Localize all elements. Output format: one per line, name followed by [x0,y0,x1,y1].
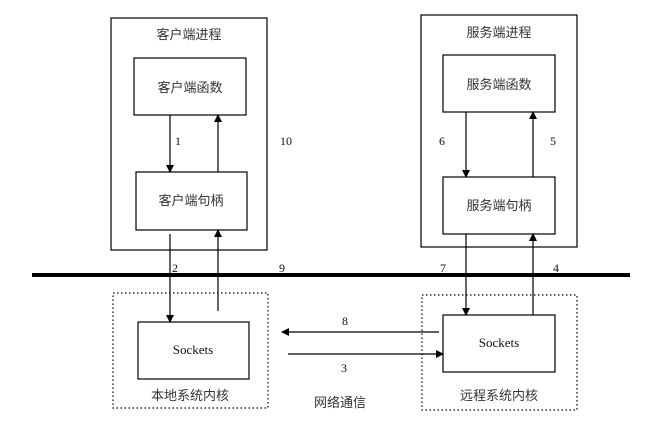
remote-kernel-label: 远程系统内核 [460,388,538,404]
server-process-label: 服务端进程 [466,25,531,41]
remote-kernel-box [421,294,578,411]
step-10-label: 10 [280,134,292,148]
step-4-label: 4 [553,261,559,275]
client-process: 客户端进程 客户端函数 客户端句柄 [110,17,268,251]
step-7-label: 7 [440,261,446,275]
server-function-label: 服务端函数 [466,77,531,93]
client-handle-box [135,171,248,231]
client-function-label: 客户端函数 [157,80,222,96]
step-9-label: 9 [279,261,285,275]
network-label: 网络通信 [314,395,366,411]
step-1-label: 1 [175,134,181,148]
server-process: 服务端进程 服务端函数 服务端句柄 [420,14,578,248]
client-handle-label: 客户端句柄 [158,193,223,209]
step-2-label: 2 [172,261,178,275]
step-6-label: 6 [439,134,445,148]
local-sockets-box [137,321,250,380]
step-8-label: 8 [342,314,348,328]
step-3-label: 3 [341,361,347,375]
remote-sockets-box [442,314,556,373]
client-process-box [110,17,268,251]
client-function-box [133,57,247,116]
remote-sockets-label: Sockets [479,335,519,350]
local-kernel: Sockets 本地系统内核 [112,292,269,409]
client-process-label: 客户端进程 [156,27,221,43]
server-handle-box [442,176,556,235]
remote-kernel: Sockets 远程系统内核 [421,294,578,411]
server-function-box [442,54,556,113]
local-kernel-label: 本地系统内核 [151,388,229,404]
local-sockets-label: Sockets [173,342,213,357]
step-5-label: 5 [550,134,556,148]
server-handle-label: 服务端句柄 [466,198,531,214]
local-kernel-box [112,292,269,409]
server-process-box [420,14,578,248]
